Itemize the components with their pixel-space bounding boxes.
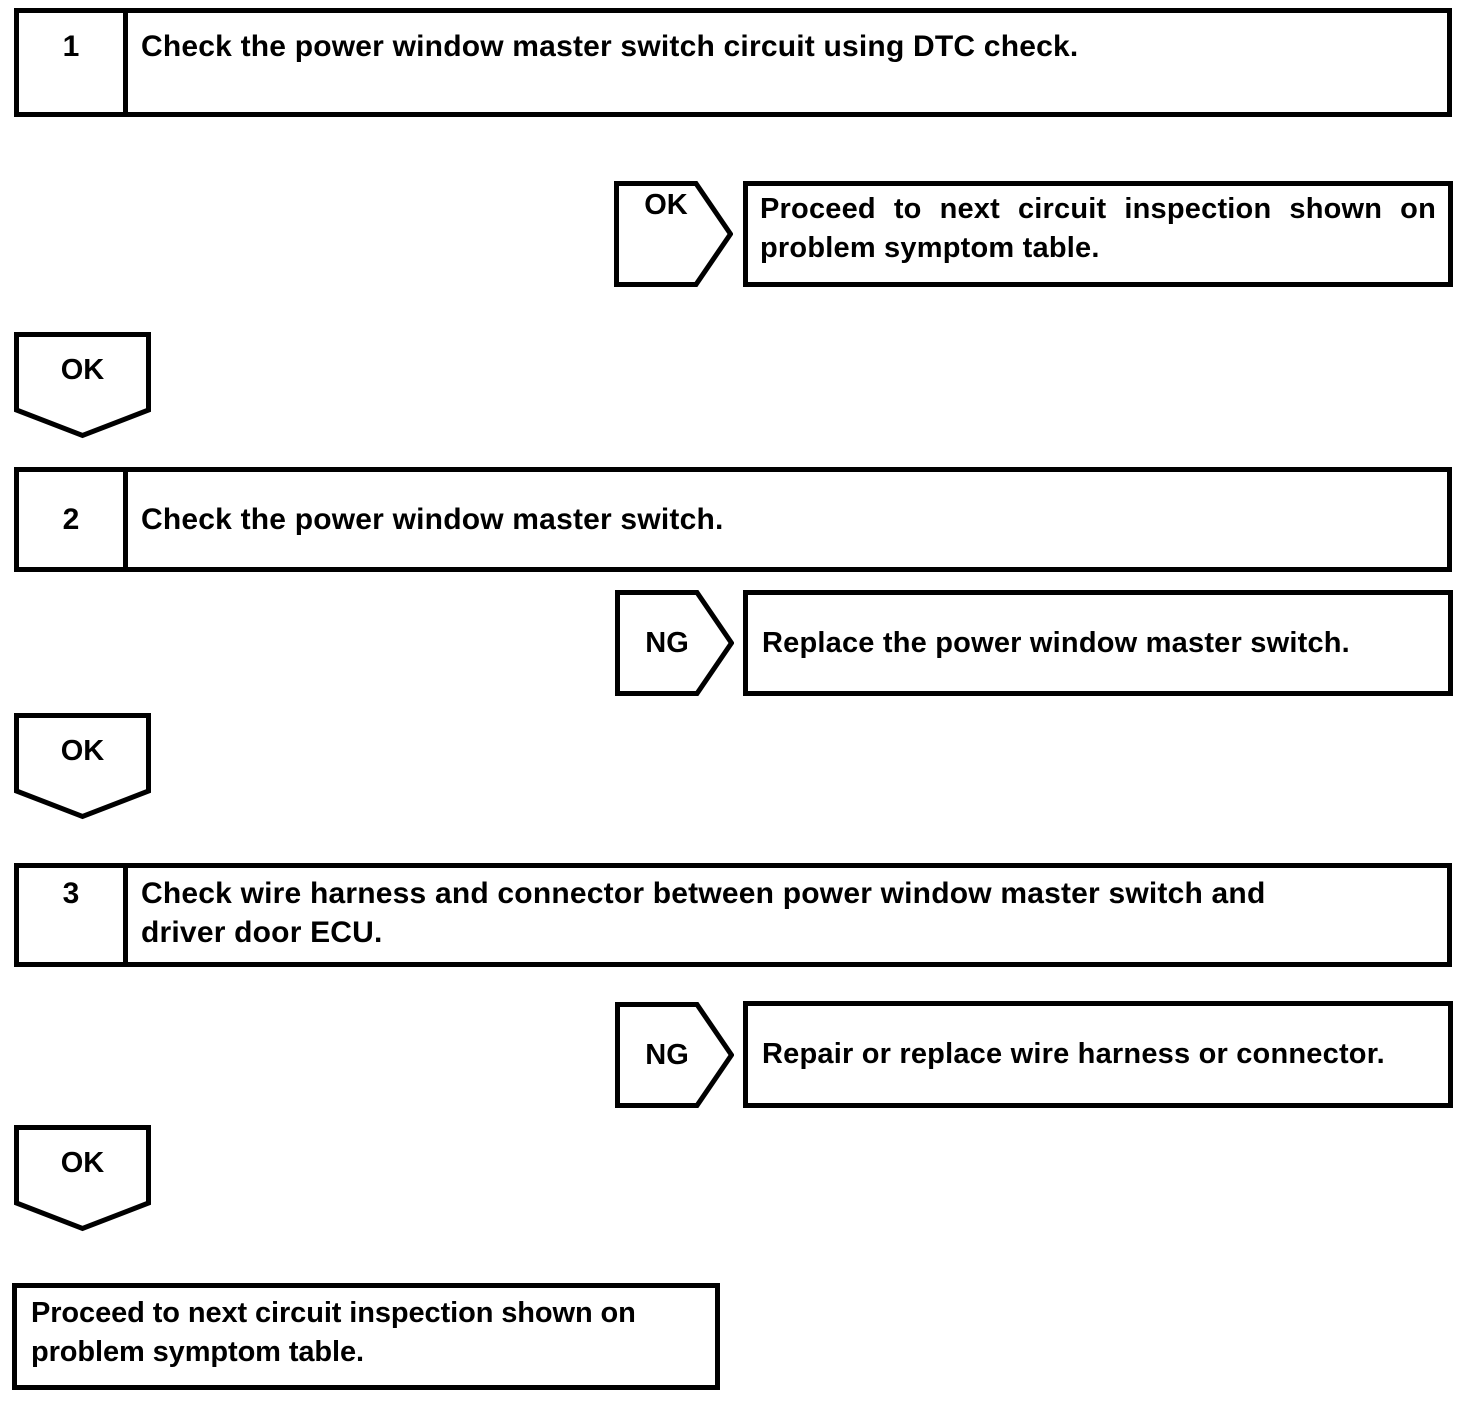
ng-arrow-right-icon: [615, 1002, 734, 1108]
ng-branch-2: NG: [615, 1002, 734, 1108]
ok-connector-2: OK: [14, 713, 151, 820]
ok-connector-3-label: OK: [60, 1147, 105, 1179]
step-box-3: 3 Check wire harness and connector betwe…: [14, 863, 1452, 967]
result-box-3-text: Repair or replace wire harness or connec…: [762, 1038, 1385, 1070]
final-result-text: Proceed to next circuit inspection shown…: [31, 1297, 636, 1368]
ok-arrow-right-icon: [614, 181, 733, 287]
step-2-instruction: Check the power window master switch.: [141, 503, 724, 536]
ok-branch-1: OK: [614, 181, 733, 287]
result-box-2: Replace the power window master switch.: [743, 590, 1453, 696]
ok-connector-2-label: OK: [60, 735, 105, 767]
ng-branch-2-label: NG: [645, 1039, 689, 1071]
ok-down-arrow-icon: [14, 713, 151, 820]
ok-down-arrow-icon: [14, 1125, 151, 1232]
ok-connector-3: OK: [14, 1125, 151, 1232]
result-box-1-text: Proceed to next circuit inspection shown…: [760, 193, 1436, 264]
ng-branch-1-label: NG: [645, 627, 689, 659]
ok-branch-1-label: OK: [644, 189, 688, 221]
ng-branch-1: NG: [615, 590, 734, 696]
result-box-2-text: Replace the power window master switch.: [762, 626, 1350, 659]
step-1-instruction: Check the power window master switch cir…: [141, 30, 1079, 63]
step-1-number: 1: [19, 13, 128, 112]
step-box-2: 2 Check the power window master switch.: [14, 467, 1452, 572]
step-3-number: 3: [19, 868, 128, 962]
step-box-1: 1 Check the power window master switch c…: [14, 8, 1452, 117]
ng-arrow-right-icon: [615, 590, 734, 696]
step-3-instruction: Check wire harness and connector between…: [141, 877, 1266, 949]
ok-down-arrow-icon: [14, 332, 151, 439]
ok-connector-1-label: OK: [60, 354, 105, 386]
step-2-number: 2: [19, 472, 128, 567]
result-box-1: Proceed to next circuit inspection shown…: [743, 181, 1453, 287]
final-result-box: Proceed to next circuit inspection shown…: [12, 1283, 720, 1390]
ok-connector-1: OK: [14, 332, 151, 439]
result-box-3: Repair or replace wire harness or connec…: [743, 1001, 1453, 1108]
